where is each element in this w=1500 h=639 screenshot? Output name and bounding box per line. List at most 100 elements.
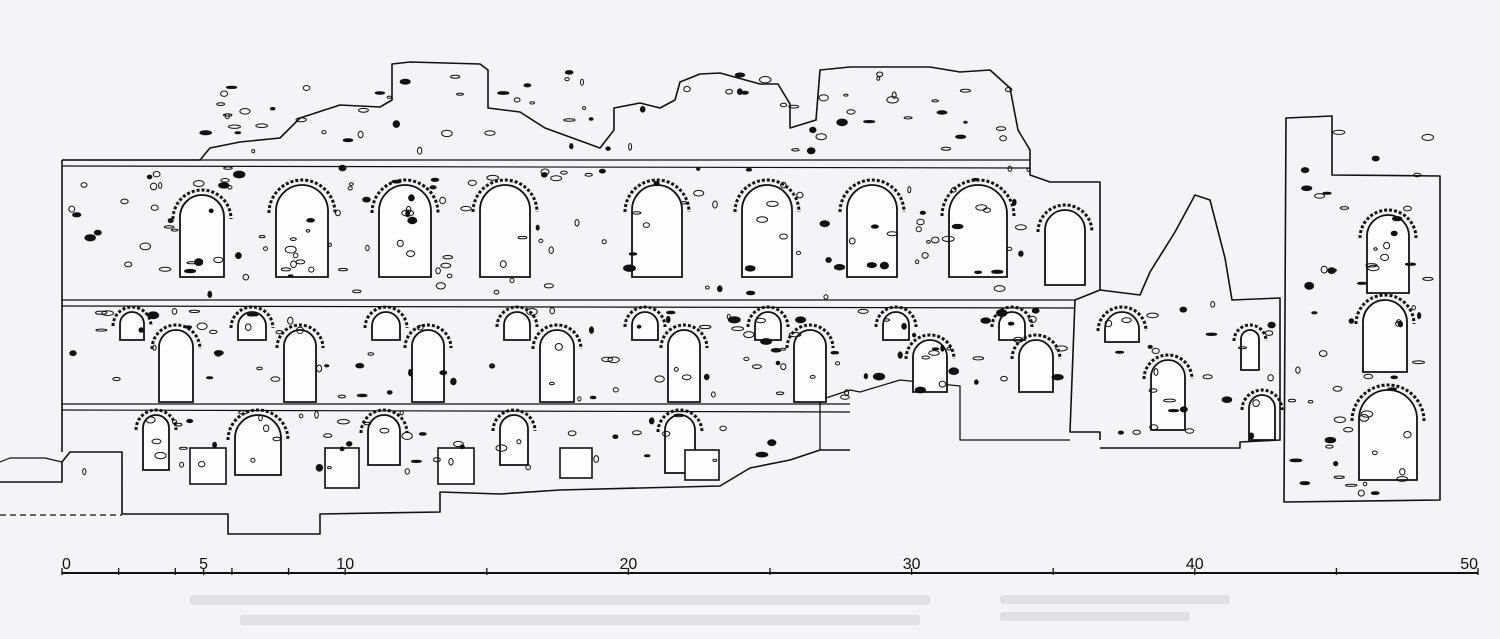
masonry-stone (1412, 360, 1425, 365)
masonry-stone (499, 260, 507, 268)
masonry-stone (680, 201, 688, 205)
masonry-stone (931, 99, 939, 103)
masonry-stone (1300, 167, 1310, 174)
lower-arched-window (226, 408, 290, 476)
masonry-stone (1104, 319, 1113, 328)
masonry-stone (1413, 172, 1422, 178)
masonry-stone (1267, 374, 1274, 382)
masonry-stone (951, 187, 957, 193)
masonry-stone (770, 348, 782, 353)
masonry-stone (1248, 432, 1255, 440)
masonry-stone (601, 239, 607, 245)
masonry-stone (167, 218, 174, 224)
masonry-stone (857, 308, 869, 314)
lower-doorway (559, 447, 593, 479)
masonry-stone (321, 130, 327, 135)
middle-arched-window (403, 323, 453, 403)
masonry-stone (825, 257, 832, 263)
masonry-stone (928, 350, 940, 356)
masonry-stone (484, 130, 496, 136)
masonry-stone (523, 83, 532, 88)
masonry-stone (648, 417, 655, 425)
masonry-stone (809, 375, 816, 379)
masonry-stone (1013, 336, 1024, 343)
masonry-stone (1359, 414, 1370, 422)
masonry-stone (940, 146, 952, 151)
masonry-stone (1380, 253, 1390, 261)
middle-arched-window (659, 323, 709, 403)
masonry-stone (1339, 206, 1350, 210)
masonry-stone (901, 322, 907, 330)
masonry-stone (456, 92, 464, 96)
masonry-stone (1373, 247, 1378, 251)
masonry-stone (1370, 491, 1380, 496)
masonry-stone (876, 76, 881, 81)
masonry-stone (598, 168, 606, 174)
masonry-stone (430, 177, 440, 182)
masonry-stone (418, 432, 427, 436)
masonry-stone (642, 222, 651, 228)
masonry-stone (1421, 133, 1435, 141)
masonry-stone (275, 330, 284, 335)
masonry-stone (170, 228, 179, 232)
masonry-stone (1007, 165, 1013, 172)
masonry-stone (971, 177, 980, 182)
masonry-stone (1395, 321, 1403, 327)
masonry-stone (980, 317, 991, 324)
masonry-stone (1151, 347, 1160, 354)
masonry-stone (560, 170, 568, 175)
middle-arched-window (363, 305, 409, 341)
masonry-stone (806, 147, 816, 155)
masonry-stone (150, 204, 159, 211)
masonry-stone (138, 327, 144, 333)
scale-label: 0 (62, 556, 71, 573)
masonry-stone (467, 179, 477, 186)
masonry-stone (408, 369, 413, 377)
masonry-stone (605, 146, 611, 151)
masonry-stone (1333, 461, 1339, 467)
masonry-stone (404, 468, 410, 475)
masonry-stone (915, 226, 922, 233)
middle-arched-window (1354, 293, 1416, 373)
masonry-stone (673, 413, 685, 418)
masonry-stone (215, 352, 222, 357)
upper-arched-window (267, 178, 337, 278)
masonry-stone (1295, 366, 1301, 374)
masonry-stone (1051, 374, 1064, 381)
masonry-stone (151, 438, 162, 445)
masonry-stone (916, 218, 925, 226)
masonry-stone (665, 315, 671, 324)
masonry-stone (235, 252, 242, 260)
masonry-stone (206, 376, 214, 380)
middle-arched-window (785, 323, 835, 403)
middle-arched-window (150, 323, 202, 403)
masonry-stone (836, 118, 848, 127)
masonry-stone (712, 458, 718, 462)
masonry-stone (941, 235, 955, 242)
masonry-stone (315, 464, 324, 472)
scale-label: 5 (199, 556, 208, 573)
masonry-stone (154, 451, 167, 460)
masonry-stone (736, 88, 743, 95)
masonry-stone (959, 88, 972, 93)
masonry-stone (849, 237, 856, 245)
masonry-stone (357, 130, 364, 139)
masonry-stone (327, 466, 332, 470)
masonry-stone (1371, 450, 1378, 456)
masonry-stone (124, 261, 133, 268)
masonry-stone (242, 273, 250, 281)
masonry-stone (497, 91, 510, 95)
masonry-stone (567, 430, 577, 437)
masonry-stone (1332, 129, 1346, 135)
masonry-stone (179, 461, 185, 468)
masonry-stone (1348, 318, 1355, 324)
masonry-stone (171, 308, 178, 315)
masonry-stone (209, 329, 218, 335)
masonry-stone (493, 289, 500, 295)
lower-doorway (324, 447, 360, 489)
masonry-stone (612, 434, 619, 440)
masonry-stone (357, 107, 369, 113)
masonry-stone (550, 175, 563, 182)
masonry-stone (362, 196, 371, 203)
masonry-stone (756, 216, 769, 223)
